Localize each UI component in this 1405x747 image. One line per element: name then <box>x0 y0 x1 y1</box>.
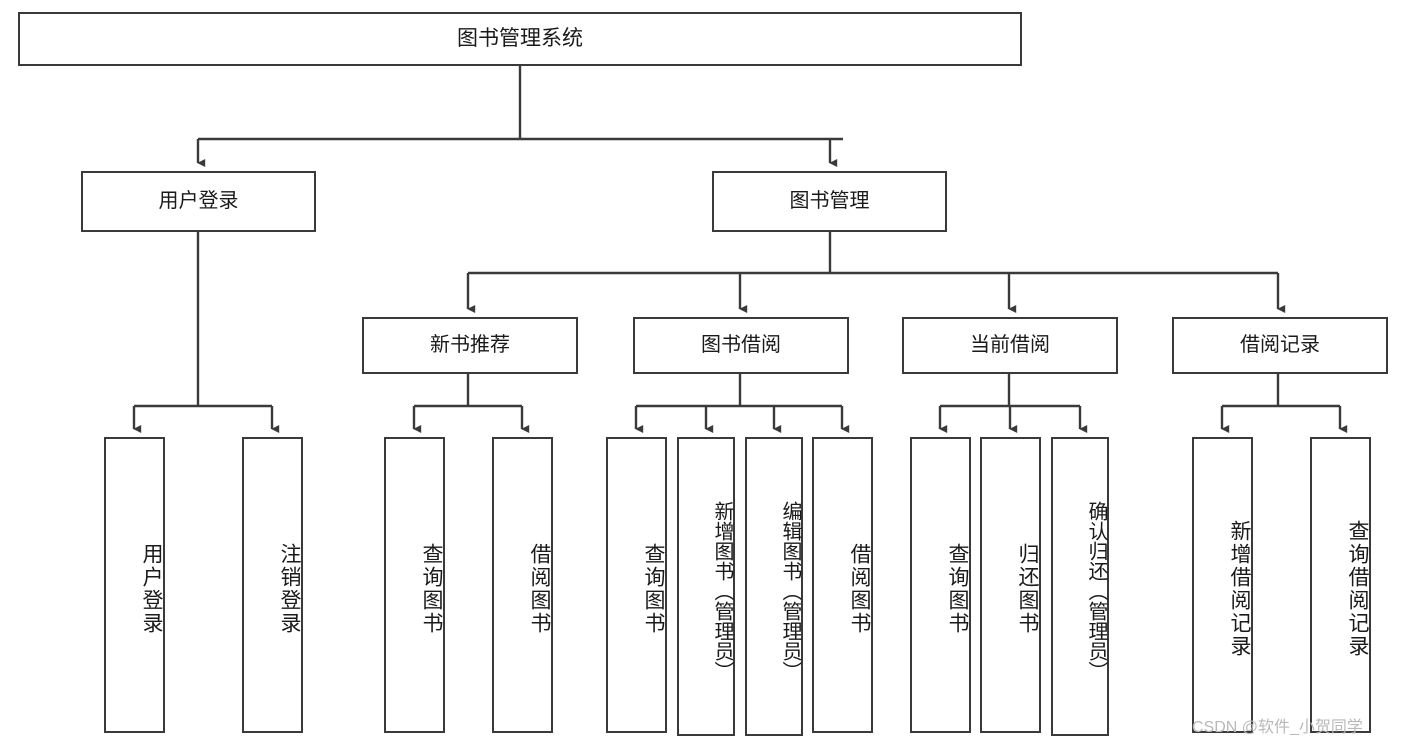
node-label: 查询图书 <box>946 543 969 635</box>
node-label: 归还图书 <box>1016 543 1039 635</box>
leaf-current-borrow-return[interactable]: 归还图书 <box>980 437 1041 733</box>
node-label: 编辑图书（管理员） <box>779 500 801 681</box>
leaf-book-borrow-add-admin[interactable]: 新增图书（管理员） <box>677 437 735 736</box>
node-book-management[interactable]: 图书管理 <box>712 171 947 232</box>
node-root-book-management-system[interactable]: 图书管理系统 <box>18 12 1022 66</box>
node-label: 注销登录 <box>278 543 301 635</box>
node-label: 借阅图书 <box>848 543 871 635</box>
node-label: 借阅图书 <box>528 543 551 635</box>
node-label: 用户登录 <box>140 543 163 635</box>
node-current-borrow[interactable]: 当前借阅 <box>902 317 1118 374</box>
watermark-text: CSDN @软件_小贺同学 <box>1192 719 1363 736</box>
node-book-borrow[interactable]: 图书借阅 <box>633 317 849 374</box>
leaf-borrow-record-query[interactable]: 查询借阅记录 <box>1310 437 1371 733</box>
node-label: 确认归还（管理员） <box>1085 500 1107 681</box>
leaf-book-borrow-edit-admin[interactable]: 编辑图书（管理员） <box>745 437 803 736</box>
node-user-login[interactable]: 用户登录 <box>81 171 316 232</box>
node-label: 新增借阅记录 <box>1228 520 1251 658</box>
node-label: 查询图书 <box>642 543 665 635</box>
leaf-current-borrow-confirm-admin[interactable]: 确认归还（管理员） <box>1051 437 1109 736</box>
leaf-user-login-login[interactable]: 用户登录 <box>104 437 165 733</box>
leaf-borrow-record-add[interactable]: 新增借阅记录 <box>1192 437 1253 733</box>
node-label: 图书借阅 <box>701 334 781 356</box>
leaf-book-borrow-query[interactable]: 查询图书 <box>606 437 667 733</box>
leaf-new-book-query[interactable]: 查询图书 <box>384 437 445 733</box>
node-label: 图书管理 <box>789 190 870 212</box>
node-label: 新增图书（管理员） <box>711 500 733 681</box>
node-label: 查询图书 <box>420 543 443 635</box>
node-label: 借阅记录 <box>1240 334 1320 356</box>
leaf-new-book-borrow[interactable]: 借阅图书 <box>492 437 553 733</box>
leaf-current-borrow-query[interactable]: 查询图书 <box>910 437 971 733</box>
node-borrow-record[interactable]: 借阅记录 <box>1172 317 1388 374</box>
node-label: 当前借阅 <box>970 334 1050 356</box>
node-new-book-recommend[interactable]: 新书推荐 <box>362 317 578 374</box>
node-label: 查询借阅记录 <box>1346 520 1369 658</box>
node-label: 用户登录 <box>158 190 239 212</box>
leaf-user-login-logout[interactable]: 注销登录 <box>242 437 303 733</box>
node-label: 图书管理系统 <box>457 26 583 50</box>
leaf-book-borrow-borrow[interactable]: 借阅图书 <box>812 437 873 733</box>
node-label: 新书推荐 <box>430 334 510 356</box>
